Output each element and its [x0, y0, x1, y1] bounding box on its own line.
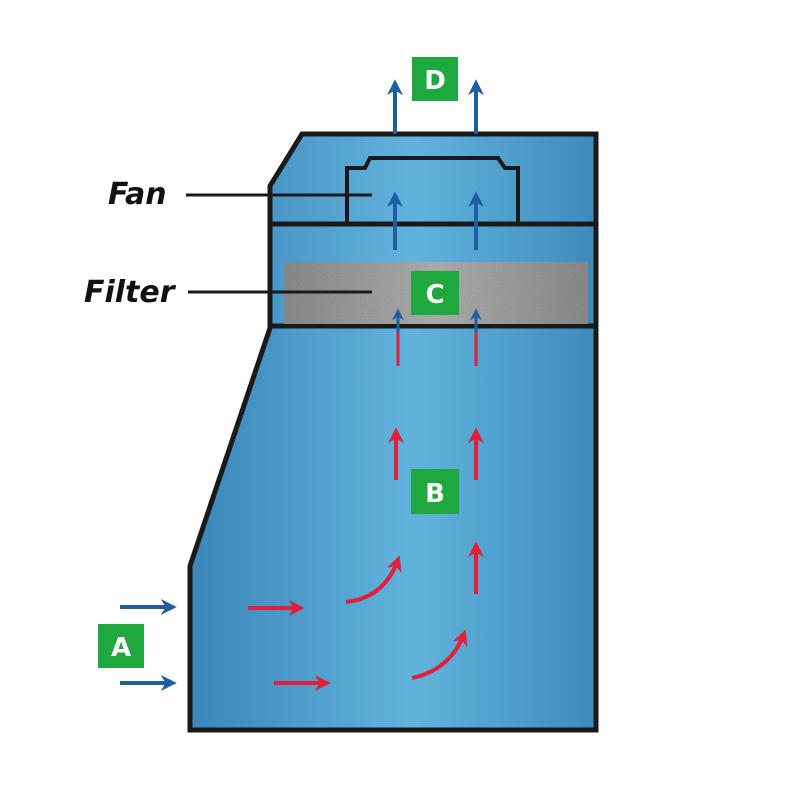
svg-text:D: D [424, 66, 446, 96]
filter-label: Filter [84, 275, 177, 310]
red-arrow-curve-upper [345, 555, 402, 604]
badge-b: B [411, 469, 459, 514]
svg-text:A: A [111, 633, 131, 663]
fan-housing [345, 156, 520, 224]
badge-c: C [411, 271, 459, 315]
inlet-arrows [120, 599, 177, 691]
badge-d: D [412, 57, 458, 101]
fan-label: Fan [108, 177, 167, 212]
exhaust-arrows [387, 79, 484, 134]
red-arrow-curve-lower [411, 629, 468, 680]
svg-text:B: B [425, 479, 445, 509]
dirty-air-arrows [248, 332, 484, 691]
badge-a: A [98, 624, 144, 668]
svg-text:C: C [425, 280, 444, 310]
